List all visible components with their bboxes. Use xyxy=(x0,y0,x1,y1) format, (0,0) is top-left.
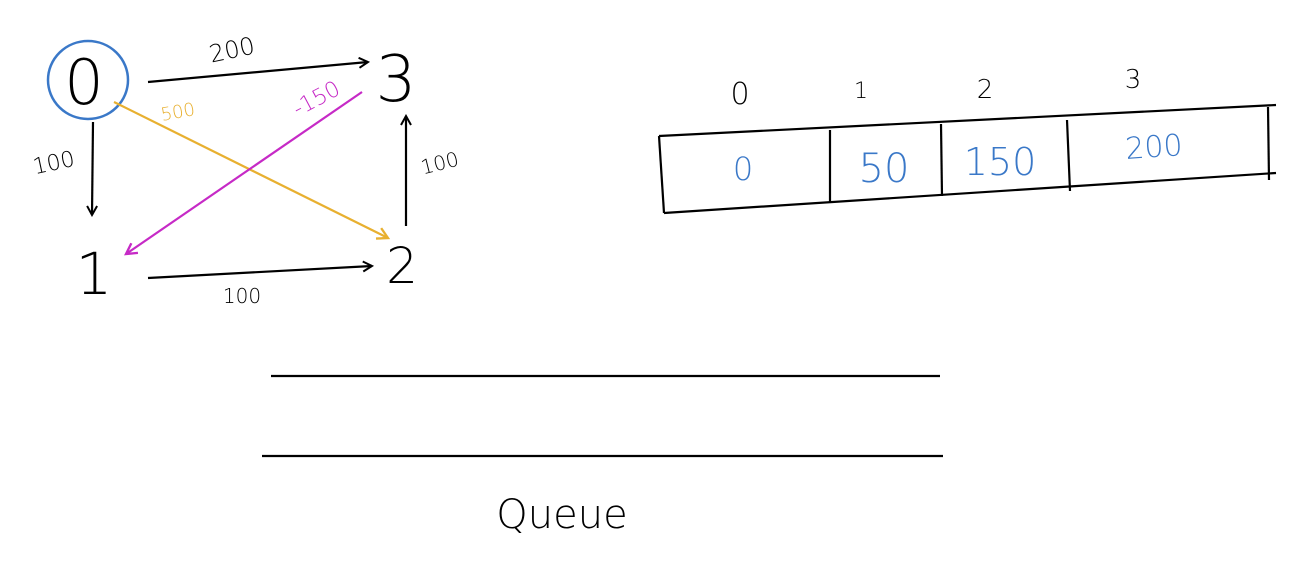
array-divider-3 xyxy=(1065,119,1072,192)
array-left-border xyxy=(657,135,666,214)
node-3-label: 3 xyxy=(376,43,417,117)
queue: Queue xyxy=(262,374,943,538)
edge-0-3 xyxy=(147,62,368,84)
edge-0-1 xyxy=(92,121,93,215)
edge-0-2 xyxy=(113,101,388,238)
node-1-label: 1 xyxy=(76,240,113,308)
distance-array: 0 1 2 3 0 50 150 200 xyxy=(657,65,1277,215)
queue-label: Queue xyxy=(496,492,627,538)
array-index-3: 3 xyxy=(1125,65,1142,95)
array-divider-2 xyxy=(939,123,944,197)
edge-0-3-weight: 200 xyxy=(207,32,258,69)
array-index-2: 2 xyxy=(977,75,994,105)
array-bottom-border xyxy=(663,171,1277,215)
array-top-border xyxy=(658,103,1277,138)
edge-0-2-weight: 500 xyxy=(159,99,196,126)
array-value-3: 200 xyxy=(1124,128,1184,167)
array-right-border xyxy=(1266,106,1271,181)
edge-0-1-weight: 100 xyxy=(31,147,77,180)
array-index-1: 1 xyxy=(854,79,868,104)
node-2-label: 2 xyxy=(386,237,418,295)
array-value-2: 150 xyxy=(964,140,1037,184)
array-value-0: 0 xyxy=(733,150,753,188)
array-value-1: 50 xyxy=(859,146,910,192)
edge-1-2-weight: 100 xyxy=(223,284,261,308)
array-index-0: 0 xyxy=(730,77,749,112)
edge-1-2 xyxy=(147,266,372,280)
edge-2-3-weight: 100 xyxy=(418,147,461,180)
graph: 0 1 2 3 200 100 500 -150 100 100 xyxy=(31,32,461,308)
node-0-label: 0 xyxy=(64,46,103,119)
edge-3-1-weight: -150 xyxy=(289,77,345,123)
edge-3-1 xyxy=(126,91,363,254)
node-0-circle xyxy=(46,39,130,121)
